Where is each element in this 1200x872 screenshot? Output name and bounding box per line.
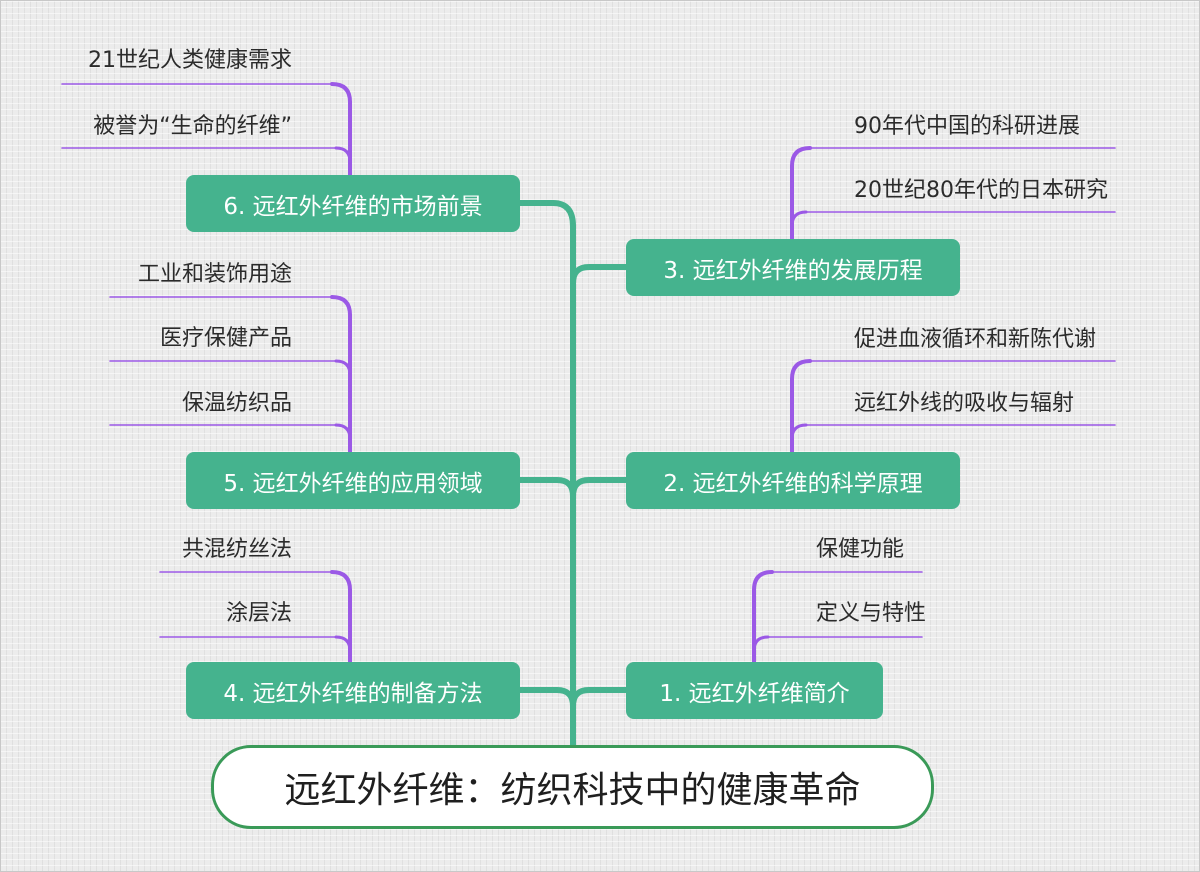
link-branch-1	[570, 687, 629, 709]
curve-branch-5-1	[330, 295, 352, 317]
leaf-1-1[interactable]: 保健功能	[816, 537, 905, 562]
leaf-2-1[interactable]: 促进血液循环和新陈代谢	[854, 327, 1097, 352]
branch-node-3[interactable]: 3. 远红外纤维的发展历程	[626, 239, 960, 296]
leaf-5-1[interactable]: 工业和装饰用途	[137, 262, 292, 287]
curve-branch-6-1	[330, 82, 352, 104]
leaf-3-1[interactable]: 90年代中国的科研进展	[854, 114, 1080, 139]
leaf-2-2[interactable]: 远红外线的吸收与辐射	[854, 391, 1075, 416]
curve-branch-1-1	[752, 570, 774, 592]
leaf-4-1[interactable]: 共混纺丝法	[181, 537, 292, 562]
trunk-lines	[517, 200, 629, 751]
leaf-5-2[interactable]: 医疗保健产品	[159, 326, 292, 351]
curve-branch-4-1	[330, 570, 352, 592]
link-branch-5	[517, 477, 576, 499]
curve-branch-6-2	[334, 146, 352, 164]
leaf-6-1[interactable]: 21世纪人类健康需求	[88, 48, 292, 73]
curve-branch-2-2	[790, 423, 808, 441]
branch-node-4[interactable]: 4. 远红外纤维的制备方法	[186, 662, 520, 719]
curve-branch-3-2	[790, 210, 808, 228]
branch-node-6[interactable]: 6. 远红外纤维的市场前景	[186, 175, 520, 232]
link-branch-2	[570, 477, 629, 499]
curve-branch-5-3	[334, 423, 352, 441]
link-branch-6	[517, 200, 576, 229]
curve-branch-2-1	[790, 359, 812, 381]
branch-node-1[interactable]: 1. 远红外纤维简介	[626, 662, 883, 719]
curve-branch-5-2	[334, 359, 352, 377]
leaf-4-2[interactable]: 涂层法	[225, 601, 292, 626]
link-branch-3	[570, 264, 629, 286]
branch-node-5[interactable]: 5. 远红外纤维的应用领域	[186, 452, 520, 509]
leaf-3-2[interactable]: 20世纪80年代的日本研究	[854, 178, 1108, 203]
curve-branch-1-2	[752, 635, 770, 653]
curve-branch-4-2	[334, 635, 352, 653]
leaf-6-2[interactable]: 被誉为“生命的纤维”	[93, 114, 292, 139]
leaf-1-2[interactable]: 定义与特性	[816, 601, 927, 626]
leaf-5-3[interactable]: 保温纺织品	[181, 391, 292, 416]
leaf-connectors	[61, 82, 1116, 664]
link-branch-4	[517, 687, 576, 709]
curve-branch-3-1	[790, 146, 812, 168]
root-topic[interactable]: 远红外纤维：纺织科技中的健康革命	[211, 745, 934, 829]
branch-node-2[interactable]: 2. 远红外纤维的科学原理	[626, 452, 960, 509]
